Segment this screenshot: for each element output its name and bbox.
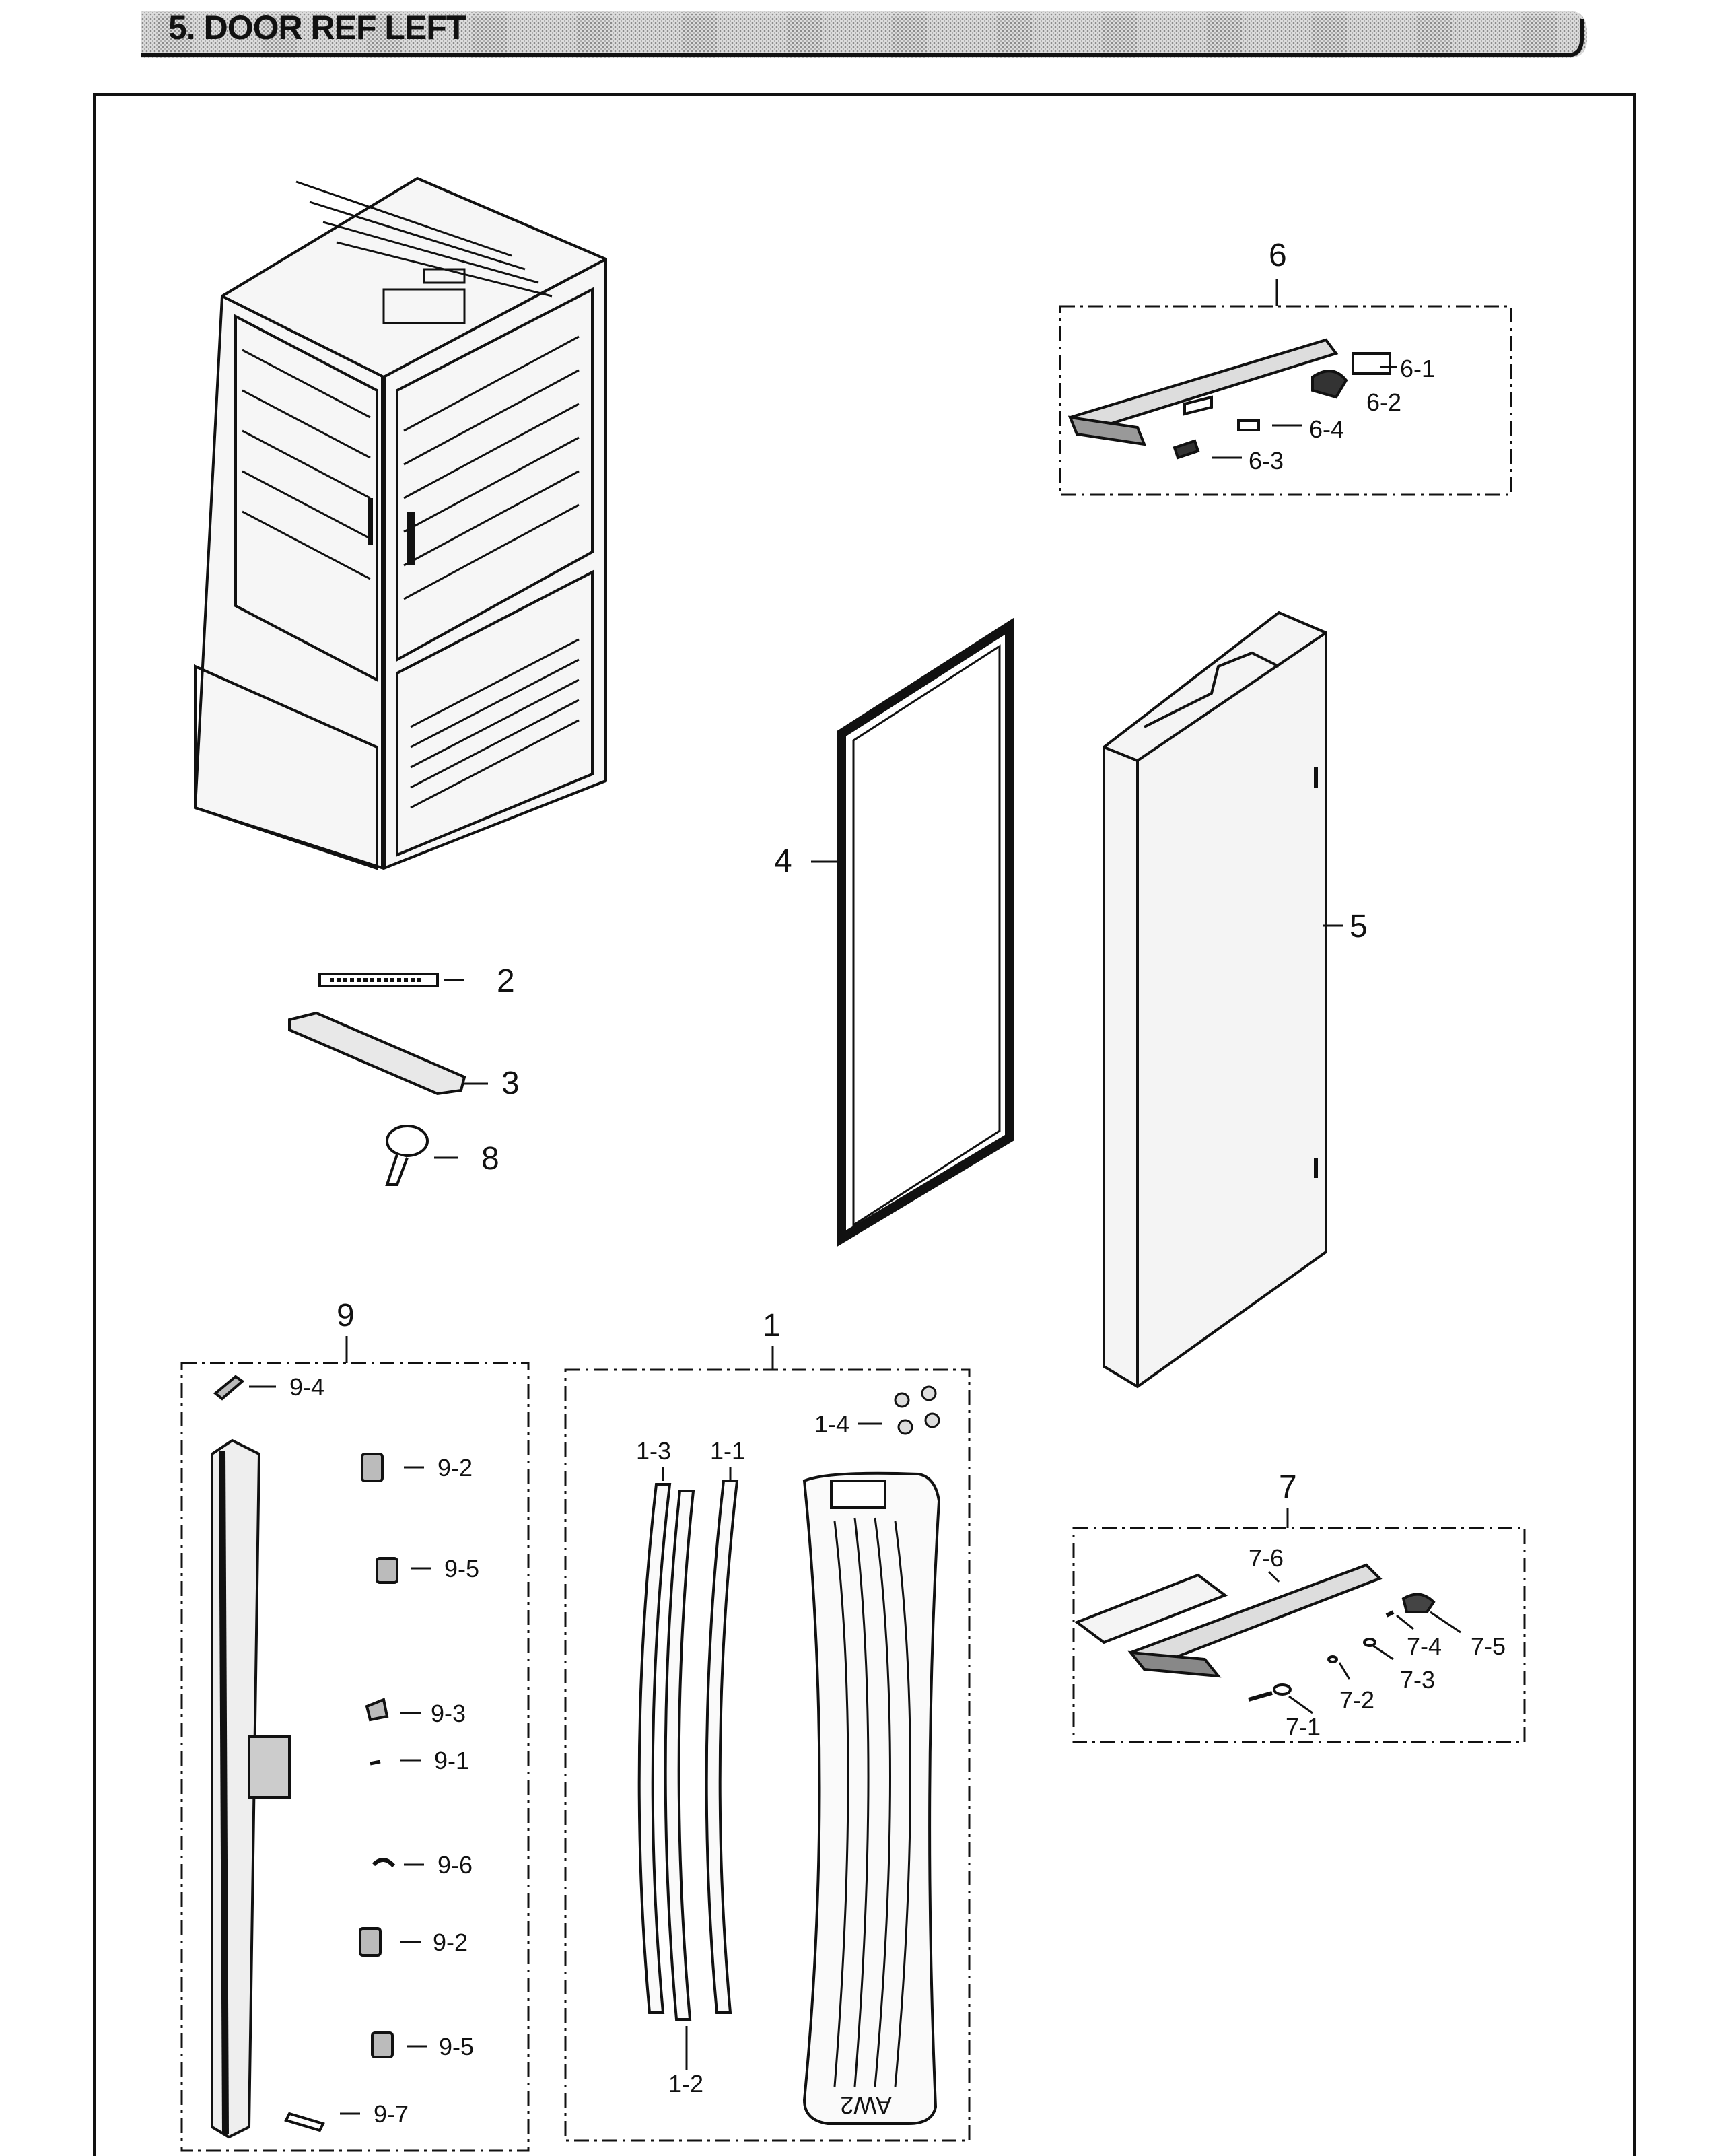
callout-4: 4 bbox=[774, 843, 792, 879]
header-bar bbox=[141, 11, 1587, 58]
callout-5: 5 bbox=[1350, 909, 1368, 944]
part-9-group-frame bbox=[180, 1362, 530, 2152]
callout-3: 3 bbox=[501, 1066, 520, 1101]
aw2-stamp: AW2 bbox=[840, 2091, 892, 2119]
callout-9-2-top: 9-2 bbox=[438, 1454, 473, 1482]
callout-7-4: 7-4 bbox=[1407, 1632, 1442, 1660]
callout-8: 8 bbox=[481, 1141, 499, 1177]
part-3-light-cover bbox=[288, 1011, 466, 1096]
part-7-group-frame bbox=[1072, 1527, 1526, 1743]
part-6-hinge-cover bbox=[1068, 338, 1391, 460]
callout-7-6: 7-6 bbox=[1249, 1544, 1284, 1572]
part-9-small-parts bbox=[213, 1375, 398, 2132]
callout-9: 9 bbox=[337, 1298, 355, 1333]
callout-7-1: 7-1 bbox=[1286, 1713, 1321, 1741]
callout-6-1: 6-1 bbox=[1400, 355, 1435, 382]
callout-9-3: 9-3 bbox=[431, 1700, 466, 1727]
part-4-door-gasket bbox=[837, 617, 1014, 1247]
part-8-screw bbox=[385, 1125, 429, 1186]
callout-6-2: 6-2 bbox=[1366, 388, 1401, 416]
callout-1-1: 1-1 bbox=[710, 1437, 745, 1465]
callout-7-2: 7-2 bbox=[1339, 1686, 1374, 1714]
part-1-group-frame bbox=[564, 1368, 971, 2142]
callout-9-2-bottom: 9-2 bbox=[433, 1928, 468, 1956]
part-2-led-strip bbox=[318, 973, 439, 987]
callout-1-4: 1-4 bbox=[814, 1410, 849, 1438]
part-1-door-bars bbox=[637, 1471, 941, 2125]
callout-1-3: 1-3 bbox=[636, 1437, 671, 1465]
callout-1: 1 bbox=[763, 1308, 781, 1344]
callout-7-3: 7-3 bbox=[1400, 1666, 1435, 1694]
callout-9-4: 9-4 bbox=[289, 1373, 324, 1401]
page-title: 5. DOOR REF LEFT bbox=[168, 9, 466, 46]
callout-6: 6 bbox=[1269, 238, 1287, 273]
callout-6-4: 6-4 bbox=[1309, 415, 1344, 443]
callout-9-5-bottom: 9-5 bbox=[439, 2033, 474, 2060]
callout-7-5: 7-5 bbox=[1471, 1632, 1506, 1660]
refrigerator-cabinet-illustration bbox=[193, 176, 607, 870]
callout-9-1: 9-1 bbox=[434, 1747, 469, 1774]
callout-9-7: 9-7 bbox=[374, 2100, 409, 2128]
part-5-door bbox=[1103, 611, 1327, 1389]
part-7-hinge-assembly bbox=[1074, 1563, 1436, 1702]
callout-2: 2 bbox=[497, 963, 515, 999]
part-6-group-frame bbox=[1059, 305, 1512, 496]
part-9-center-mullion bbox=[211, 1438, 291, 2139]
callout-1-2: 1-2 bbox=[668, 2070, 703, 2097]
outer-frame bbox=[93, 93, 1636, 2156]
callout-6-3: 6-3 bbox=[1249, 447, 1284, 475]
callout-9-5-top: 9-5 bbox=[444, 1555, 479, 1583]
callout-9-6: 9-6 bbox=[438, 1851, 473, 1879]
part-1-4-screws bbox=[894, 1385, 940, 1435]
callout-7: 7 bbox=[1279, 1469, 1297, 1505]
